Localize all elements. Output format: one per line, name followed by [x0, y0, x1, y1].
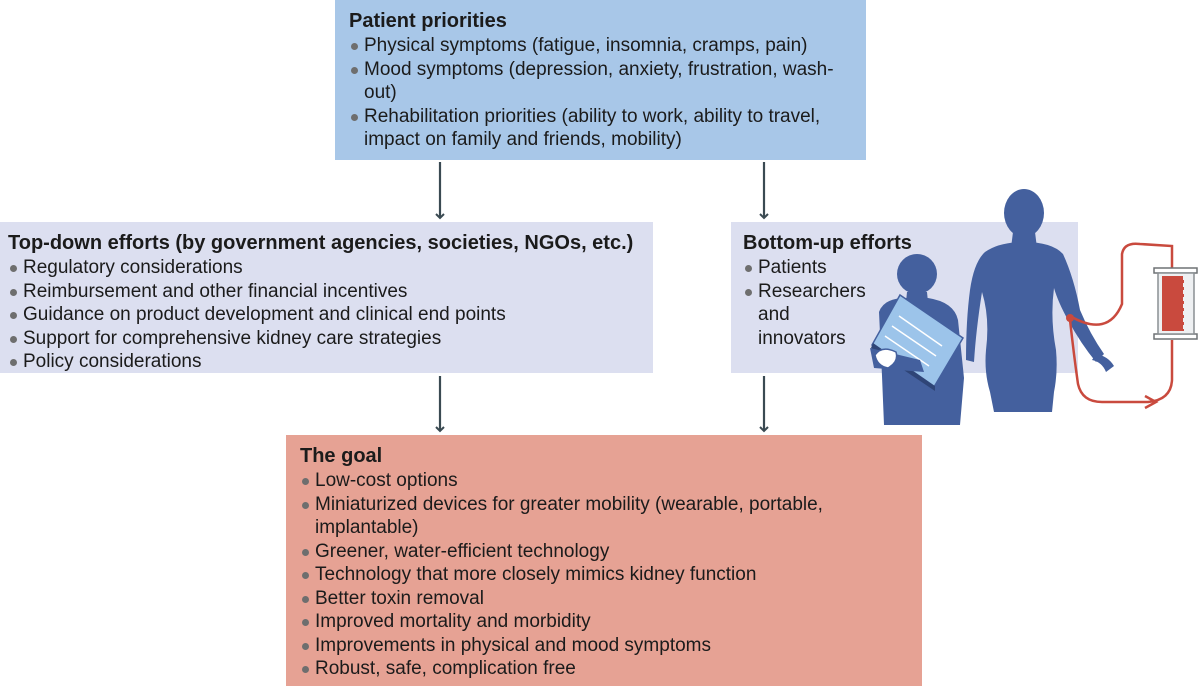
- list-item: Greener, water-efficient technology: [300, 540, 910, 564]
- list-item: Technology that more closely mimics kidn…: [300, 563, 910, 587]
- top-down-efforts-box: Top-down efforts (by government agencies…: [0, 222, 653, 373]
- list-item: Miniaturized devices for greater mobilit…: [300, 493, 910, 540]
- list-item: Physical symptoms (fatigue, insomnia, cr…: [349, 34, 852, 58]
- patient-silhouette-icon: [966, 189, 1114, 412]
- patient-priorities-list: Physical symptoms (fatigue, insomnia, cr…: [349, 34, 852, 152]
- dialysis-circuit-icon: [1066, 242, 1198, 410]
- blood-line-return: [1068, 319, 1174, 404]
- goal-box: The goal Low-cost options Miniaturized d…: [286, 435, 922, 686]
- top-down-efforts-title: Top-down efforts (by government agencies…: [8, 232, 634, 254]
- clinician-icon: [870, 254, 965, 425]
- goal-list: Low-cost options Miniaturized devices fo…: [300, 469, 910, 681]
- list-item: Rehabilitation priorities (ability to wo…: [349, 105, 852, 152]
- list-item: Guidance on product development and clin…: [8, 303, 643, 327]
- patient-priorities-title: Patient priorities: [349, 10, 507, 32]
- bottom-up-efforts-list: Patients Researchers and innovators: [743, 256, 868, 350]
- list-item: Improvements in physical and mood sympto…: [300, 634, 910, 658]
- bottom-up-efforts-title: Bottom-up efforts: [743, 232, 912, 254]
- flow-arrows: [435, 162, 769, 433]
- list-item: Reimbursement and other financial incent…: [8, 280, 643, 304]
- list-item: Researchers and innovators: [743, 280, 868, 351]
- blood-line-out: [1069, 242, 1174, 326]
- list-item: Policy considerations: [8, 350, 643, 374]
- list-item: Support for comprehensive kidney care st…: [8, 327, 643, 351]
- list-item: Robust, safe, complication free: [300, 657, 910, 681]
- dialyzer-cartridge-icon: [1153, 267, 1198, 340]
- list-item: Patients: [743, 256, 868, 280]
- list-item: Improved mortality and morbidity: [300, 610, 910, 634]
- list-item: Low-cost options: [300, 469, 910, 493]
- list-item: Regulatory considerations: [8, 256, 643, 280]
- list-item: Better toxin removal: [300, 587, 910, 611]
- goal-title: The goal: [300, 445, 383, 467]
- patient-priorities-box: Patient priorities Physical symptoms (fa…: [335, 0, 866, 160]
- top-down-efforts-list: Regulatory considerations Reimbursement …: [8, 256, 643, 374]
- list-item: Mood symptoms (depression, anxiety, frus…: [349, 58, 852, 105]
